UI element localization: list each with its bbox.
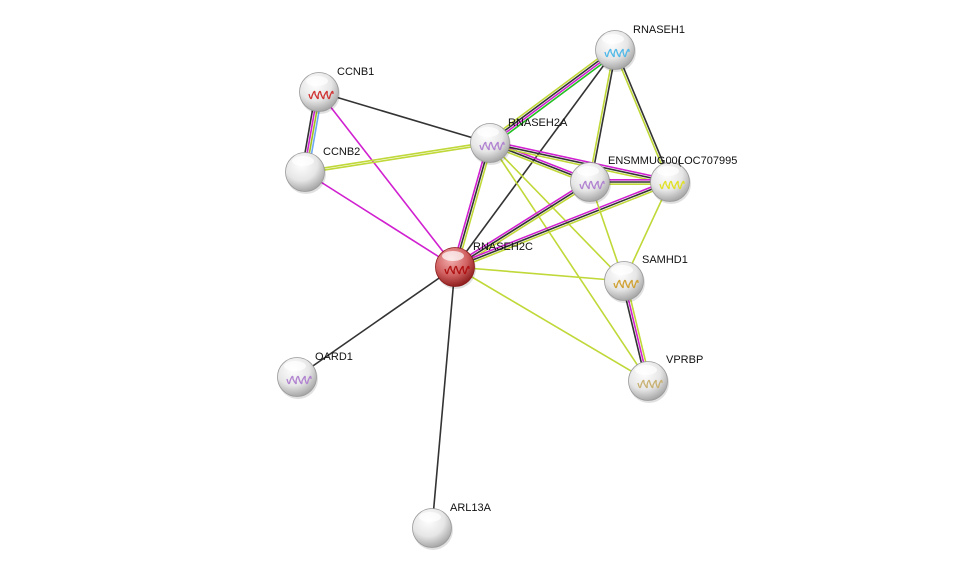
edge-rnaseh2a-loc707995[interactable] <box>489 144 670 185</box>
edge-ccnb2-rnaseh2a[interactable] <box>304 141 490 172</box>
node-label: RNASEH2C <box>473 241 533 253</box>
edge-rnaseh1-rnaseh2a[interactable] <box>488 48 615 143</box>
protein-structure-icon <box>659 180 685 190</box>
edge-rnaseh1-loc707995[interactable] <box>613 50 670 183</box>
node-label: CCNB1 <box>337 66 375 78</box>
edge-rnaseh1-ensmmug[interactable] <box>590 50 617 183</box>
edge-rnaseh2c-oard1[interactable] <box>296 266 456 378</box>
node-ccnb2[interactable] <box>285 152 327 195</box>
protein-structure-icon <box>613 279 639 289</box>
edge-rnaseh2c-samhd1[interactable] <box>454 266 625 282</box>
edge-ccnb1-rnaseh2a[interactable] <box>318 91 491 144</box>
node-label: SAMHD1 <box>642 254 688 266</box>
node-samhd1[interactable] <box>604 261 646 304</box>
edge-rnaseh2a-rnaseh2c[interactable] <box>452 142 489 267</box>
protein-structure-icon <box>579 180 605 190</box>
edge-rnaseh2c-loc707995[interactable] <box>453 179 670 266</box>
edge-rnaseh2a-loc707995[interactable] <box>490 140 671 181</box>
node-label: RNASEH2A <box>508 117 568 129</box>
node-label: OARD1 <box>315 351 353 363</box>
node-label: CCNB2 <box>323 146 361 158</box>
protein-structure-icon <box>479 141 505 151</box>
node-arl13a[interactable] <box>412 508 454 551</box>
node-vprbp[interactable] <box>628 361 670 404</box>
edge-rnaseh2a-vprbp[interactable] <box>489 142 649 382</box>
node-label: RNASEH1 <box>633 24 685 36</box>
edge-rnaseh2a-samhd1[interactable] <box>489 142 625 282</box>
node-ensmmug[interactable] <box>570 162 612 205</box>
protein-structure-icon <box>637 379 663 389</box>
edge-rnaseh2c-arl13a[interactable] <box>431 266 456 529</box>
protein-structure-icon <box>444 265 470 275</box>
edge-rnaseh2a-rnaseh2c[interactable] <box>454 142 491 268</box>
edge-rnaseh1-ensmmug[interactable] <box>588 49 615 182</box>
node-ccnb1[interactable] <box>299 72 341 115</box>
edge-rnaseh2a-rnaseh2c[interactable] <box>456 143 493 268</box>
edge-rnaseh1-loc707995[interactable] <box>615 49 672 182</box>
edge-rnaseh2c-ensmmug[interactable] <box>454 181 591 268</box>
protein-structure-icon <box>286 375 312 385</box>
node-label: ARL13A <box>450 502 491 514</box>
node-loc707995[interactable] <box>650 162 692 205</box>
protein-structure-icon <box>604 48 630 58</box>
edge-rnaseh2c-loc707995[interactable] <box>455 183 672 270</box>
edge-rnaseh1-rnaseh2a[interactable] <box>491 52 618 147</box>
edge-rnaseh2c-ensmmug[interactable] <box>453 179 590 266</box>
edge-rnaseh1-rnaseh2a[interactable] <box>487 46 614 141</box>
node-rnaseh1[interactable] <box>595 30 637 73</box>
edge-rnaseh2c-loc707995[interactable] <box>454 181 671 268</box>
edge-ccnb1-rnaseh2c[interactable] <box>318 91 456 268</box>
edge-rnaseh2c-vprbp[interactable] <box>454 266 649 382</box>
node-rnaseh2a[interactable] <box>470 123 512 166</box>
node-label: VPRBP <box>666 354 704 366</box>
node-label: ENSMMUG00( <box>608 155 682 167</box>
node-rnaseh2c[interactable] <box>435 247 477 290</box>
protein-structure-icon <box>308 90 334 100</box>
edge-rnaseh1-rnaseh2a[interactable] <box>490 50 617 145</box>
edge-ccnb2-rnaseh2a[interactable] <box>305 143 491 174</box>
edge-ccnb2-rnaseh2c[interactable] <box>304 171 456 268</box>
node-oard1[interactable] <box>277 357 319 400</box>
edge-rnaseh2a-loc707995[interactable] <box>489 142 671 183</box>
node-label: LOC707995 <box>678 155 738 167</box>
